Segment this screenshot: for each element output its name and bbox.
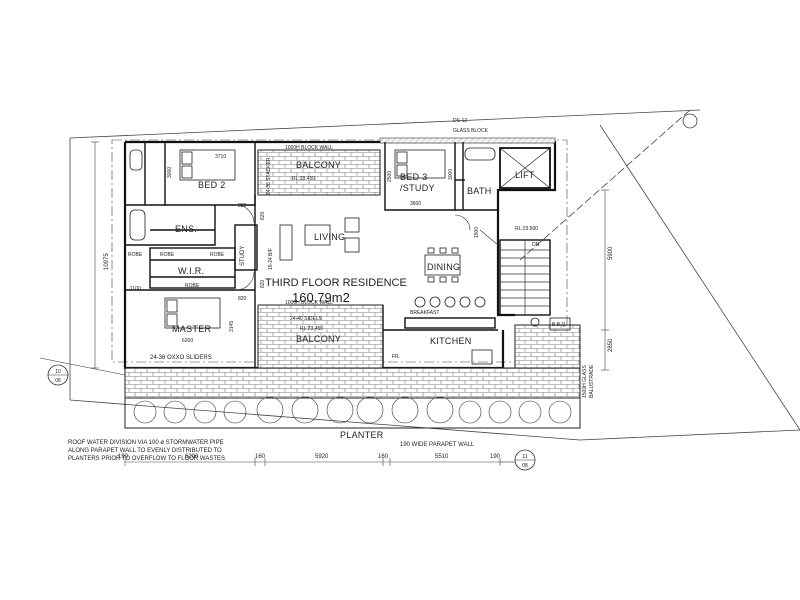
dim-1500: 1500 <box>474 227 480 238</box>
section-marker-right: 11 08 <box>500 449 536 471</box>
note-line: ALONG PARAPET WALL TO EVENLY DISTRIBUTED… <box>68 448 222 454</box>
site-boundary <box>69 109 800 441</box>
rl-lobby: RL:23.500 <box>515 226 538 232</box>
room-label-fridge: FR. <box>392 354 400 360</box>
room-label-living: LIVING <box>314 232 345 242</box>
section-marker-label: 10 <box>55 369 61 375</box>
internal-walls <box>125 142 551 368</box>
stacker-top-label: 24-36 STACKER <box>266 157 272 195</box>
room-label-breakfast: BREAKFAST <box>410 310 439 316</box>
dim-2500: 2500 <box>387 171 393 182</box>
dim-3000: 3000 <box>167 167 173 178</box>
room-label-ens: ENS. <box>175 224 197 234</box>
block-wall-mid: 1000H BLOCK WALL <box>285 300 333 306</box>
parapet-label: 190 WIDE PARAPET WALL <box>400 442 475 448</box>
north-point-icon <box>682 113 698 129</box>
dim-820: 820 <box>238 203 247 209</box>
room-label-dining: DINING <box>427 262 460 272</box>
dim-3145: 3145 <box>229 321 235 332</box>
dim-2850: 2850 <box>608 338 614 352</box>
dim-5900: 5900 <box>608 246 614 260</box>
glass-block-label: GLASS BLOCK <box>453 128 489 134</box>
dim-5920: 5920 <box>315 454 329 460</box>
dim-6200: 6200 <box>185 454 199 460</box>
plan-title: THIRD FLOOR RESIDENCE <box>265 277 407 289</box>
room-label-bed3: BED 3 <box>400 172 428 182</box>
dim-160: 160 <box>378 454 389 460</box>
dim-820: 820 <box>260 211 266 220</box>
room-label-bath: BATH <box>467 186 492 196</box>
terrace-strip <box>124 367 581 399</box>
dim-10975: 10975 <box>104 253 110 270</box>
rl-balcony-top: RL:23.450 <box>292 176 315 182</box>
balustrade-label: BALUSTRADE <box>589 364 595 398</box>
dimension-lines <box>91 141 609 466</box>
dim-3600: 3600 <box>410 201 421 207</box>
furniture <box>129 147 571 365</box>
room-label-balcony-bottom: BALCONY <box>296 334 341 344</box>
door-swings <box>235 204 499 291</box>
dim-5510: 5510 <box>435 454 449 460</box>
room-label-master: MASTER <box>172 324 212 334</box>
shrub-icons <box>133 396 572 424</box>
room-label-robe: ROBE <box>128 252 143 258</box>
stacker-bottom-label: 24-40 SIDELS <box>290 316 323 322</box>
glass-block <box>379 137 556 144</box>
note-line: PLANTERS PRIOR TO OVERFLOW TO FLOOR WAST… <box>68 456 225 462</box>
note-line: ROOF WATER DIVISION VIA 100 ø STORMWATER… <box>68 440 224 446</box>
dim-820: 820 <box>260 279 266 288</box>
balcony-top <box>257 149 381 196</box>
terrace-right <box>514 324 581 371</box>
stair-label-down: DN <box>532 242 540 248</box>
room-label-lift: LIFT <box>515 170 535 180</box>
glass-block-ref: DS-12 <box>453 118 467 124</box>
block-wall-top: 1000H BLOCK WALL <box>285 145 333 151</box>
sliders-label: 24-36 OXXO SLIDERS <box>150 355 212 361</box>
plan-area: 160.79m2 <box>292 290 350 305</box>
room-label-bbq: B.B.Q. <box>552 322 567 328</box>
dim-3710: 3710 <box>215 154 226 160</box>
room-label-bed3-study: /STUDY <box>400 183 435 193</box>
dim-190: 190 <box>118 454 129 460</box>
room-label-robe: ROBE <box>160 252 175 258</box>
dim-3000: 3000 <box>448 169 454 180</box>
bifold-label: 15-24 B/F <box>268 248 274 270</box>
planter <box>124 396 581 429</box>
section-marker-left: 10 08 <box>39 357 126 386</box>
room-label-study: STUDY <box>240 246 246 266</box>
dim-190: 190 <box>490 454 501 460</box>
section-marker-label: 11 <box>522 454 527 460</box>
planter-label: PLANTER <box>340 430 384 440</box>
dim-820: 820 <box>238 296 247 302</box>
room-label-wir: W.I.R. <box>178 266 204 276</box>
balustrade-label: 1500H GLASS <box>582 365 588 398</box>
stair-treads <box>500 240 550 315</box>
dim-6200: 6200 <box>182 338 193 344</box>
section-marker-sheet: 08 <box>55 378 61 384</box>
room-label-robe: ROBE <box>210 252 225 258</box>
dim-160: 160 <box>255 454 266 460</box>
room-label-kitchen: KITCHEN <box>430 336 472 346</box>
room-label-balcony-top: BALCONY <box>296 160 341 170</box>
section-marker-sheet: 08 <box>522 463 528 469</box>
dim-1100: 1100 <box>130 286 141 292</box>
room-label-bed2: BED 2 <box>198 180 226 190</box>
rl-balcony-bottom: RL:23.450 <box>300 326 323 332</box>
room-label-robe: ROBE <box>185 283 200 289</box>
